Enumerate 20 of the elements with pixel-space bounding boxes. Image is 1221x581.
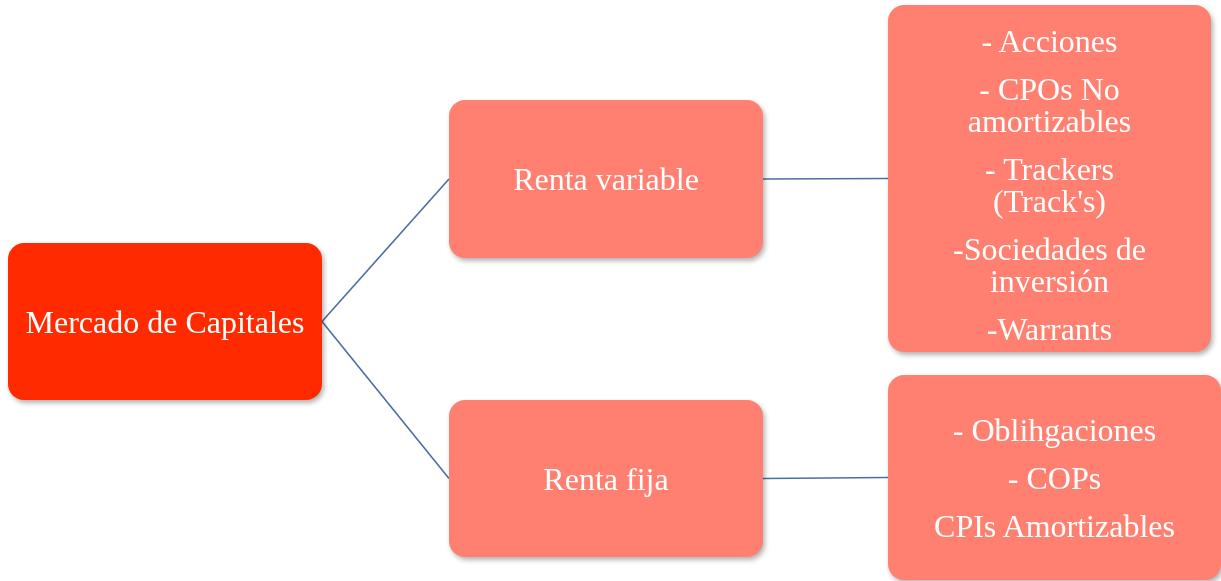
topic-box xyxy=(449,100,763,258)
list-box xyxy=(888,5,1211,352)
list-box xyxy=(888,375,1221,580)
connector-line xyxy=(321,178,450,323)
list-item: -Sociedades de inversión xyxy=(952,233,1147,297)
box-label: Renta fija xyxy=(543,462,669,495)
topic-box xyxy=(449,400,763,557)
box-label: Renta variable xyxy=(513,163,699,195)
list-item: - Oblihgaciones xyxy=(952,413,1157,446)
connector-line xyxy=(762,476,889,480)
list-item: - Acciones xyxy=(981,25,1118,57)
list-item: -Warrants xyxy=(986,313,1113,345)
list-item: - Trackers (Track's) xyxy=(984,153,1115,217)
list-item: CPIs Amortizables xyxy=(934,509,1175,542)
box-label: Mercado de Capitales xyxy=(25,305,305,338)
connector-line xyxy=(321,320,450,480)
connector-line xyxy=(762,177,889,180)
list-item: - CPOs No amortizables xyxy=(966,73,1133,137)
topic-box xyxy=(8,243,322,400)
list-item: - COPs xyxy=(1007,461,1102,494)
